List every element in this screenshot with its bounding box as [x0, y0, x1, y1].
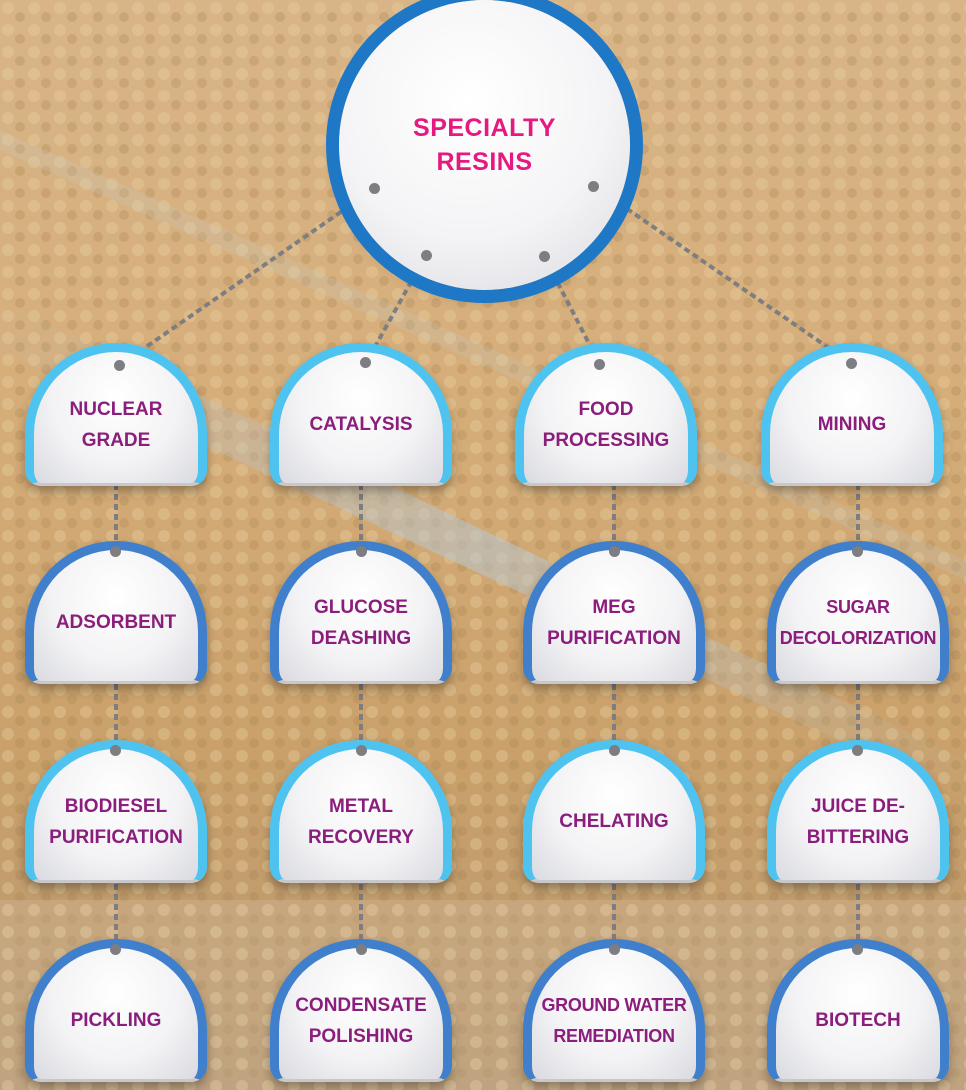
connector-dot	[360, 357, 371, 368]
node-food-processing: FOOD PROCESSING	[515, 343, 697, 486]
connector-dot	[609, 546, 620, 557]
connector-dot	[852, 944, 863, 955]
node-label: GLUCOSE DEASHING	[310, 596, 412, 649]
node-condensate-polishing: CONDENSATE POLISHING	[270, 939, 452, 1082]
node-label: FOOD PROCESSING	[542, 398, 670, 451]
node-label: NUCLEAR GRADE	[69, 398, 163, 451]
node-chelating: CHELATING	[523, 740, 705, 883]
node-catalysis: CATALYSIS	[270, 343, 452, 486]
node-label: METAL RECOVERY	[308, 795, 414, 848]
node-label: SUGAR DECOLORIZATION	[779, 596, 937, 648]
node-label: CONDENSATE POLISHING	[295, 994, 427, 1047]
connector-dot	[110, 745, 121, 756]
connector-dot	[356, 944, 367, 955]
connector-dot	[421, 250, 432, 261]
node-label: ADSORBENT	[55, 612, 177, 633]
connector-dot	[114, 360, 125, 371]
node-adsorbent: ADSORBENT	[25, 541, 207, 684]
node-label: JUICE DE-BITTERING	[806, 795, 910, 848]
node-sugar-decolorization: SUGAR DECOLORIZATION	[767, 541, 949, 684]
node-biotech: BIOTECH	[767, 939, 949, 1082]
connector-dot	[588, 181, 599, 192]
node-label: GROUND WATER REMEDIATION	[541, 994, 687, 1046]
node-label: CATALYSIS	[309, 414, 413, 435]
node-biodiesel-purification: BIODIESEL PURIFICATION	[25, 740, 207, 883]
root-node-specialty-resins: SPECIALTY RESINS	[339, 0, 630, 290]
connector-root-col1	[118, 187, 376, 367]
connector-dot	[594, 359, 605, 370]
connector-dot	[369, 183, 380, 194]
connector-dot	[539, 251, 550, 262]
connector-root-col4	[592, 184, 854, 366]
connector-dot	[356, 546, 367, 557]
connector-dot	[110, 546, 121, 557]
connector-dot	[609, 745, 620, 756]
connector-dot	[609, 944, 620, 955]
node-label: PICKLING	[70, 1010, 162, 1031]
node-metal-recovery: METAL RECOVERY	[270, 740, 452, 883]
node-meg-purification: MEG PURIFICATION	[523, 541, 705, 684]
node-glucose-deashing: GLUCOSE DEASHING	[270, 541, 452, 684]
node-label: BIODIESEL PURIFICATION	[49, 795, 183, 848]
node-juice-de-bittering: JUICE DE-BITTERING	[767, 740, 949, 883]
node-ground-water-remediation: GROUND WATER REMEDIATION	[523, 939, 705, 1082]
connector-dot	[846, 358, 857, 369]
connector-dot	[852, 546, 863, 557]
connector-dot	[852, 745, 863, 756]
root-label: SPECIALTY RESINS	[413, 114, 556, 176]
node-label: MINING	[817, 414, 887, 435]
node-pickling: PICKLING	[25, 939, 207, 1082]
node-label: BIOTECH	[815, 1010, 901, 1031]
connector-dot	[356, 745, 367, 756]
connector-dot	[110, 944, 121, 955]
node-label: MEG PURIFICATION	[547, 596, 681, 649]
node-label: CHELATING	[559, 811, 669, 832]
